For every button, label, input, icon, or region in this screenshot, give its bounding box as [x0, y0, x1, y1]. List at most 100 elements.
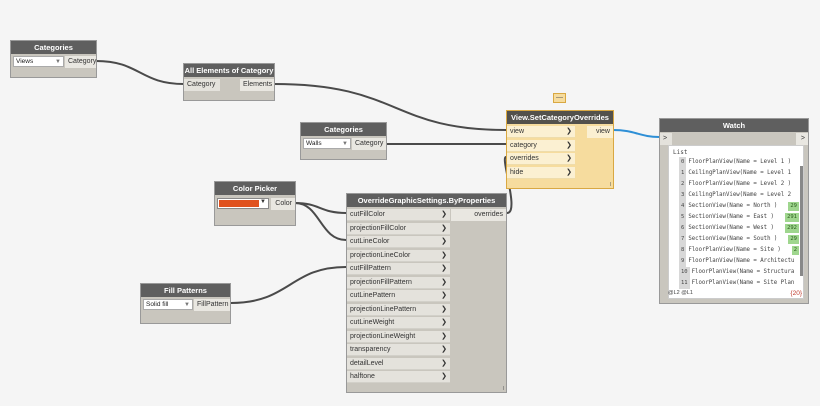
node-title: Watch	[660, 119, 808, 132]
categories-node-views[interactable]: Categories Views ▼ Category	[10, 40, 97, 78]
color-swatch-button[interactable]: ▼	[217, 198, 269, 209]
port-label: cutLineWeight	[350, 319, 395, 326]
category-dropdown[interactable]: Walls ▼	[303, 138, 351, 149]
chevron-right-icon: ❯	[441, 373, 447, 380]
categories-node-walls[interactable]: Categories Walls ▼ Category	[300, 122, 387, 160]
chevron-right-icon: ❯	[441, 346, 447, 353]
port-label: category	[510, 141, 537, 149]
input-port-projectionlineweight[interactable]: projectionLineWeight❯	[347, 330, 450, 343]
port-label: halftone	[350, 373, 375, 380]
node-title: Color Picker	[215, 182, 295, 195]
set-category-overrides-node[interactable]: View.SetCategoryOverrides view ❯ category ❯…	[506, 110, 614, 189]
output-port-view[interactable]: view	[587, 126, 613, 138]
chevron-right-icon: ❯	[441, 332, 447, 340]
node-title: Categories	[11, 41, 96, 54]
color-swatch	[219, 200, 259, 207]
input-port-cutlinepattern[interactable]: cutLinePattern❯	[347, 290, 450, 302]
input-port-overrides[interactable]: overrides❯	[507, 153, 575, 165]
port-label: cutFillPattern	[350, 265, 391, 272]
output-port-color[interactable]: Color	[271, 198, 295, 210]
input-port-view[interactable]: view ❯	[507, 126, 575, 138]
input-port-projectionlinecolor[interactable]: projectionLineColor❯	[347, 249, 450, 262]
list-item-badge: 291	[785, 213, 799, 222]
scrollbar[interactable]	[800, 166, 803, 276]
output-port[interactable]: >	[796, 133, 808, 145]
input-port[interactable]: >	[660, 133, 672, 145]
output-port-fillpattern[interactable]: FillPattern	[194, 299, 230, 311]
input-port-transparency[interactable]: transparency❯	[347, 344, 450, 356]
list-item-badge: 292	[785, 224, 799, 233]
chevron-right-icon: ❯	[566, 141, 572, 149]
chevron-right-icon: ❯	[441, 251, 447, 259]
category-dropdown[interactable]: Views ▼	[13, 56, 64, 67]
list-item-text: FloorPlanView(Name = Level 1 )	[688, 159, 792, 165]
port-label: cutLinePattern	[350, 292, 396, 299]
port-label: view	[510, 128, 525, 135]
wire-fill-to-cutpattern	[230, 266, 347, 304]
override-graphic-settings-node[interactable]: OverrideGraphicSettings.ByProperties cut…	[346, 193, 507, 393]
output-port-overrides[interactable]: overrides	[451, 209, 506, 221]
input-port-hide[interactable]: hide❯	[507, 166, 575, 179]
input-port-detaillevel[interactable]: detailLevel❯	[347, 357, 450, 370]
list-index: 3	[679, 190, 687, 201]
list-item-text: FloorPlanView(Name = Site Plan	[691, 280, 795, 286]
port-label: projectionFillColor	[350, 224, 407, 232]
input-port-cutlinecolor[interactable]: cutLineColor❯	[347, 236, 450, 248]
chevron-right-icon: ❯	[441, 319, 447, 326]
port-label: overrides	[510, 155, 539, 162]
list-item-text: CeilingPlanView(Name = Level 2	[688, 192, 792, 198]
chevron-right-icon: ❯	[566, 128, 572, 135]
all-elements-of-category-node[interactable]: All Elements of Category Category Elemen…	[183, 63, 275, 101]
list-item-text: FloorPlanView(Name = Site )	[688, 247, 781, 253]
chevron-right-icon: ❯	[441, 305, 447, 313]
preview-toggle[interactable]: —	[553, 93, 566, 103]
input-port-cutfillcolor[interactable]: cutFillColor❯	[347, 209, 450, 221]
input-port-halftone[interactable]: halftone ❯	[347, 371, 450, 383]
list-index: 2	[679, 179, 687, 190]
node-title: OverrideGraphicSettings.ByProperties	[347, 194, 506, 207]
list-count: {20}	[790, 290, 802, 297]
list-item-badge: 29	[788, 202, 799, 211]
output-port-elements[interactable]: Elements	[240, 79, 274, 91]
list-index: 1	[679, 168, 687, 179]
input-port-projectionfillcolor[interactable]: projectionFillColor❯	[347, 222, 450, 235]
fill-pattern-dropdown[interactable]: Solid fill ▼	[143, 299, 193, 310]
list-header: List	[673, 149, 688, 156]
list-item-badge: 29	[788, 235, 799, 244]
fill-patterns-node[interactable]: Fill Patterns Solid fill ▼ FillPattern	[140, 283, 231, 324]
output-port-category[interactable]: Category	[352, 138, 386, 150]
input-port-category[interactable]: category ❯	[507, 139, 575, 152]
chevron-right-icon: ❯	[441, 265, 447, 272]
list-item-text: SectionView(Name = South )	[688, 236, 778, 242]
chevron-right-icon: ❯	[441, 359, 447, 367]
list-item-text: FloorPlanView(Name = Structura	[691, 269, 795, 275]
input-port-cutlineweight[interactable]: cutLineWeight ❯	[347, 317, 450, 329]
input-port-projectionlinepattern[interactable]: projectionLinePattern❯	[347, 303, 450, 316]
chevron-down-icon: ▼	[184, 302, 190, 308]
input-port-cutfillpattern[interactable]: cutFillPattern ❯	[347, 263, 450, 275]
input-port-category[interactable]: Category	[184, 79, 220, 91]
lacing-indicator: l	[502, 386, 504, 392]
wire-color-to-cutline	[294, 202, 347, 241]
list-item-badge: 2	[791, 246, 799, 255]
input-port-projectionfillpattern[interactable]: projectionFillPattern❯	[347, 276, 450, 289]
dropdown-value: Views	[16, 58, 34, 65]
color-picker-node[interactable]: Color Picker ▼ Color	[214, 181, 296, 226]
output-port-category[interactable]: Category	[65, 56, 96, 68]
node-title: View.SetCategoryOverrides	[507, 111, 613, 124]
